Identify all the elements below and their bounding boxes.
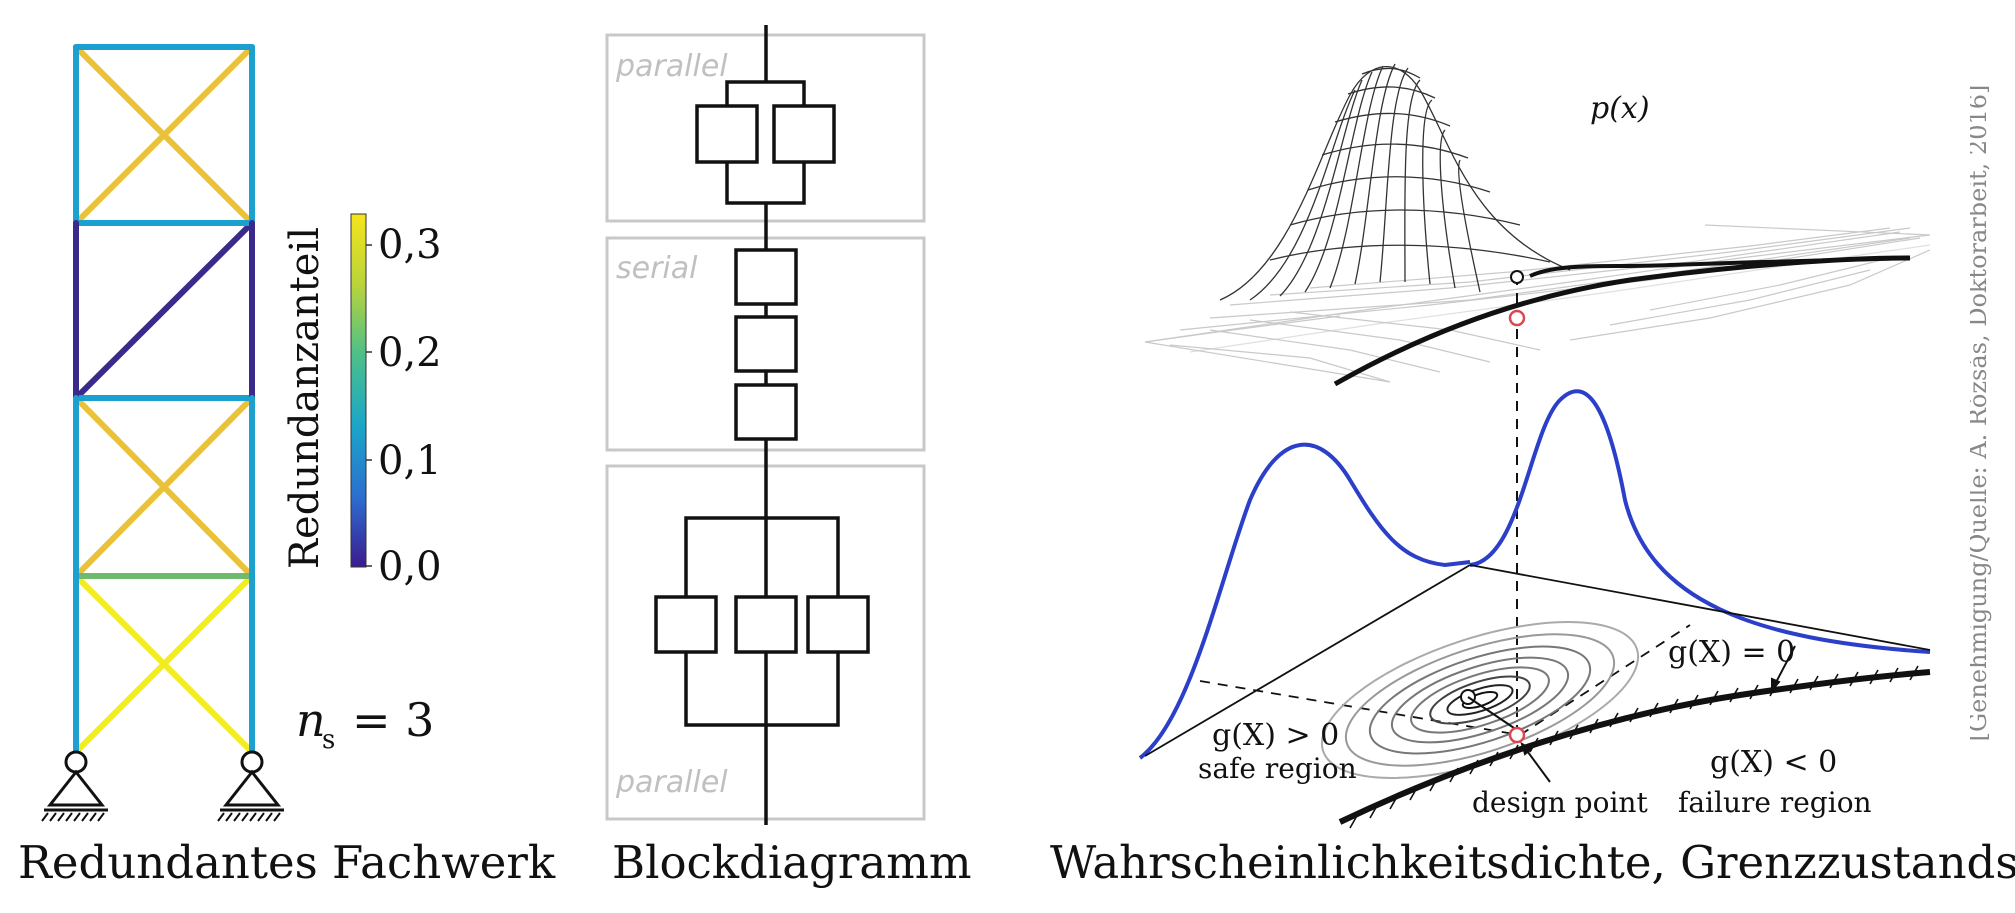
truss-members: [73, 44, 255, 755]
source-credit-text: [Genehmigung/Quelle: Á. Rózsás, Doktorar…: [1970, 85, 1992, 742]
svg-text:n: n: [296, 693, 326, 747]
component-block: [772, 104, 836, 164]
parallel-branch: [725, 162, 806, 205]
truss-figure: 0,3 0,2 0,1 0,0 Redundanzanteil n s = 3: [41, 44, 442, 822]
density-contours: [1320, 621, 1640, 779]
component-block: [734, 595, 798, 654]
support-hatching: [41, 812, 281, 822]
limit-expression: g(X) = 0: [1668, 635, 1795, 670]
truss-diagonal: [73, 44, 255, 226]
surface-point: [1510, 270, 1524, 284]
safe-expression: g(X) > 0: [1212, 718, 1339, 753]
component-block: [734, 315, 798, 373]
colorbar-tick: 0,0: [378, 544, 442, 590]
probability-panel: p(x): [1050, 0, 2015, 889]
colorbar-tick: 0,1: [378, 438, 442, 484]
truss-panel: 0,3 0,2 0,1 0,0 Redundanzanteil n s = 3 …: [0, 0, 560, 889]
colorbar: [350, 213, 367, 568]
block-panel: parallel serial parallel: [590, 0, 972, 889]
truss-caption: Redundantes Fachwerk: [18, 836, 556, 889]
component-block: [654, 595, 718, 654]
truss-diagonal: [73, 573, 255, 755]
probability-caption: Wahrscheinlichkeitsdichte, Grenzzustands…: [1050, 836, 2015, 889]
safe-region-label: safe region: [1198, 752, 1357, 785]
svg-text:= 3: = 3: [352, 693, 434, 747]
design-point-label: design point: [1472, 786, 1648, 819]
failure-region-label: failure region: [1678, 786, 1872, 819]
parallel-branch: [725, 80, 806, 106]
group-label: parallel: [615, 49, 728, 84]
colorbar-tick: 0,3: [378, 222, 442, 268]
probability-figure: p(x): [1138, 63, 1931, 829]
ns-annotation: n s = 3: [296, 693, 434, 755]
density-peak: [1219, 63, 1571, 301]
block-diagram: parallel serial parallel: [605, 25, 926, 825]
failure-hatching: [1349, 665, 1919, 829]
truss-supports: [44, 750, 284, 812]
parallel-branch: [684, 652, 840, 727]
group-label: parallel: [615, 765, 728, 800]
truss-diagonal: [73, 395, 255, 579]
group-label: serial: [616, 251, 698, 286]
svg-text:s: s: [322, 725, 335, 755]
parallel-branch: [684, 516, 840, 597]
component-block: [695, 104, 759, 164]
component-block: [734, 248, 798, 306]
design-point-marker: [1508, 726, 1526, 744]
failure-expression: g(X) < 0: [1710, 745, 1837, 780]
density-label: p(x): [1590, 91, 1650, 126]
source-credit: [Genehmigung/Quelle: Á. Rózsás, Doktorar…: [1970, 85, 1992, 742]
truss-diagonal: [73, 220, 255, 401]
colorbar-tick: 0,2: [378, 330, 442, 376]
component-block: [806, 595, 870, 654]
marginal-density-curve: [1138, 442, 1471, 760]
section-curve: [1529, 256, 1911, 278]
marginal-density-curve: [1469, 389, 1931, 654]
component-block: [734, 383, 798, 441]
section-curve: [1333, 255, 1911, 387]
block-caption: Blockdiagramm: [612, 836, 972, 889]
section-point: [1508, 309, 1526, 327]
density-surface: [1144, 224, 1931, 383]
colorbar-label: Redundanzanteil: [282, 227, 328, 569]
